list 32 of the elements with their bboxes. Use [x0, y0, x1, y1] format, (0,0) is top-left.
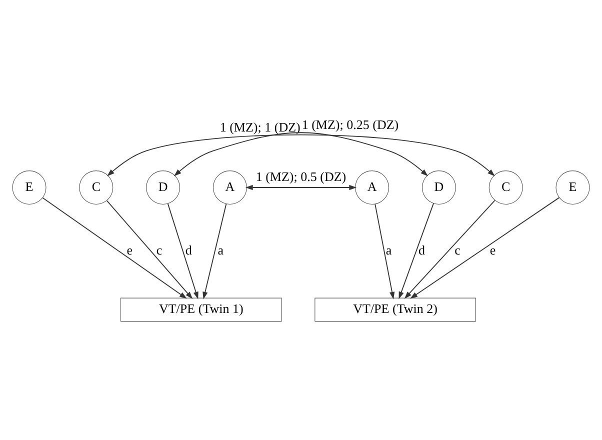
node-circle: E — [556, 170, 590, 205]
node-box: VT/PE (Twin 1) — [120, 298, 282, 322]
node-circle: C — [79, 170, 114, 205]
arrow — [410, 197, 560, 299]
edge-label: d — [418, 242, 426, 258]
edge-label: d — [185, 242, 192, 258]
edge-label: c — [156, 242, 162, 258]
arrow — [398, 202, 434, 300]
node-circle: A — [212, 170, 247, 205]
edge-label: a — [218, 242, 224, 258]
arrow — [174, 132, 428, 176]
arrow — [404, 200, 496, 299]
edge-label: a — [386, 242, 392, 258]
node-circle: A — [355, 170, 390, 205]
arrow — [107, 134, 495, 176]
arrow — [245, 184, 357, 190]
edge-label: 1 (MZ); 1 (DZ) — [220, 119, 300, 134]
edge-label: e — [126, 242, 132, 258]
node-circle: D — [422, 170, 456, 205]
arrow — [374, 204, 395, 300]
arrow — [202, 203, 227, 300]
edge-label: e — [490, 242, 496, 258]
node-circle: C — [488, 170, 523, 205]
arrow — [167, 203, 198, 300]
edge-label: c — [454, 242, 460, 258]
arrow — [42, 197, 187, 299]
node-box: VT/PE (Twin 2) — [314, 298, 476, 322]
node-circle: E — [12, 170, 46, 205]
node-circle: D — [146, 170, 180, 205]
edge-label: 1 (MZ); 0.5 (DZ) — [256, 169, 346, 184]
edge-label: 1 (MZ); 0.25 (DZ) — [302, 117, 399, 132]
arrow — [106, 200, 193, 300]
